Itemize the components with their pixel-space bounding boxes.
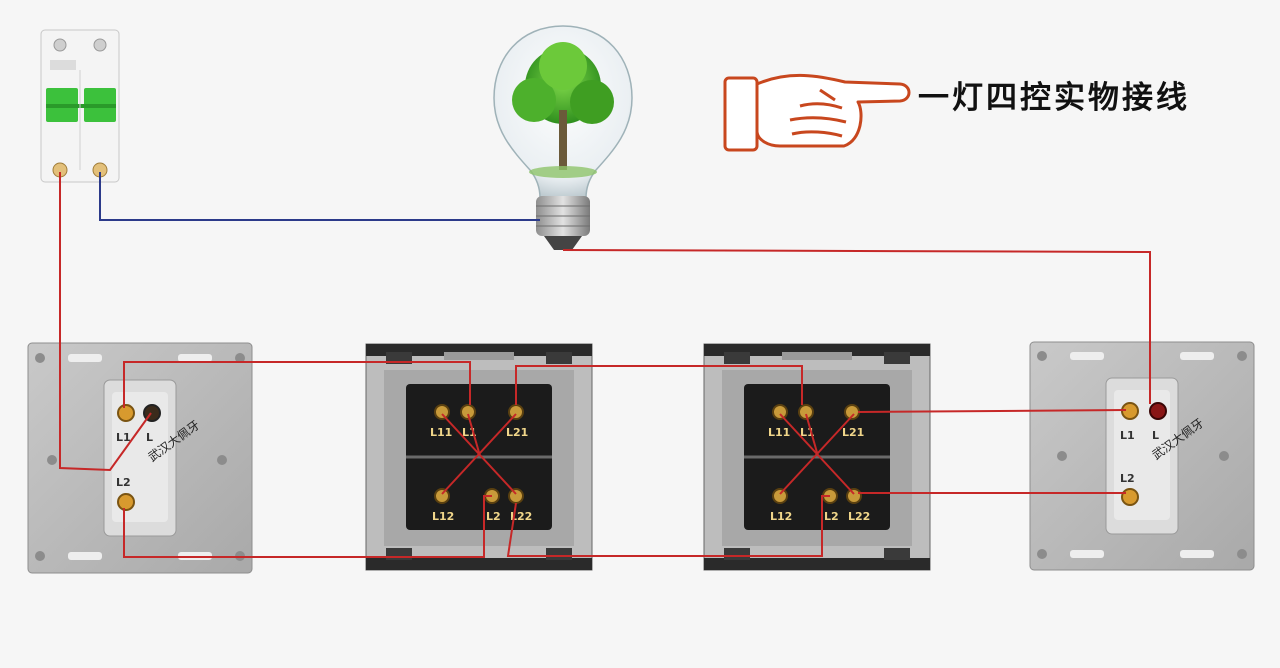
neutral-wire [99, 172, 540, 221]
intermediate-switch-1: L11 L1 L21 L12 L2 L22 [365, 343, 593, 571]
left-switch-label-l2: L2 [116, 476, 131, 489]
mid2-label-l22: L22 [848, 510, 870, 523]
right-switch-label-l1: L1 [1120, 429, 1135, 442]
left-switch-label-l: L [146, 431, 153, 444]
pointing-hand-icon [723, 74, 911, 152]
right-switch-label-l2: L2 [1120, 472, 1135, 485]
left-switch: L1 L L2 武汉大佩牙 [27, 342, 253, 574]
mid2-label-l2: L2 [824, 510, 839, 523]
diagram-title: 一灯四控实物接线 [918, 80, 1190, 116]
right-switch: L1 L L2 武汉大佩牙 [1029, 341, 1255, 571]
light-bulb-icon [493, 25, 633, 250]
mid1-label-l21: L21 [506, 426, 528, 439]
left-switch-label-l1: L1 [116, 431, 131, 444]
mid1-label-l11: L11 [430, 426, 452, 439]
mid1-label-l22: L22 [510, 510, 532, 523]
circuit-breaker-icon [40, 29, 120, 183]
live-wires [59, 172, 1151, 558]
mid1-label-l12: L12 [432, 510, 454, 523]
mid2-label-l12: L12 [770, 510, 792, 523]
intermediate-switch-2: L11 L1 L21 L12 L2 L22 [703, 343, 931, 571]
mid1-label-l2: L2 [486, 510, 501, 523]
mid2-label-l11: L11 [768, 426, 790, 439]
mid2-label-l21: L21 [842, 426, 864, 439]
right-switch-label-l: L [1152, 429, 1159, 442]
